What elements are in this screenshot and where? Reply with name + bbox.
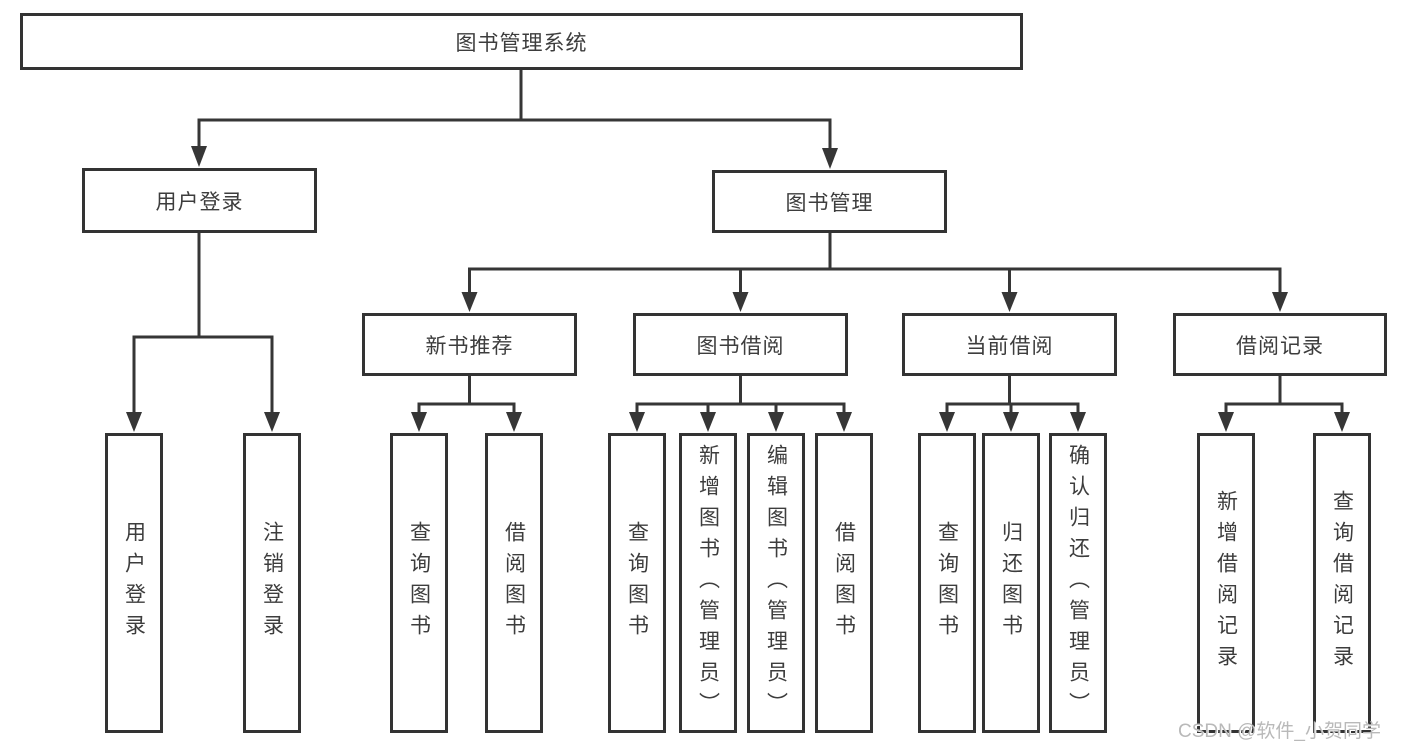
leaf-recommend-borrow-book: 借阅图书: [485, 433, 543, 733]
leaf-user-login-label: 用户登录: [122, 521, 146, 645]
node-borrow-record-label: 借阅记录: [1236, 334, 1324, 358]
leaf-current-query-book-label: 查询图书: [935, 521, 959, 645]
node-book-borrow: 图书借阅: [633, 313, 848, 376]
node-new-book-recommend: 新书推荐: [362, 313, 577, 376]
leaf-add-borrow-record-label: 新增借阅记录: [1214, 490, 1238, 676]
node-book-management-label: 图书管理: [785, 191, 874, 215]
leaf-add-book-admin-label: 新增图书（管理员）: [696, 443, 720, 723]
leaf-edit-book-admin-label: 编辑图书（管理员）: [764, 443, 788, 723]
leaf-confirm-return-admin: 确认归还（管理员）: [1049, 433, 1107, 733]
node-borrow-record: 借阅记录: [1173, 313, 1387, 376]
leaf-borrow-book-label: 借阅图书: [832, 521, 856, 645]
leaf-logout: 注销登录: [243, 433, 301, 733]
arrowheads: [126, 146, 1350, 432]
leaf-current-query-book: 查询图书: [918, 433, 976, 733]
node-user-login-label: 用户登录: [155, 190, 244, 214]
node-user-login: 用户登录: [82, 168, 317, 233]
leaf-confirm-return-admin-label: 确认归还（管理员）: [1066, 443, 1090, 723]
node-root-label: 图书管理系统: [455, 31, 588, 55]
leaf-recommend-query-book: 查询图书: [390, 433, 448, 733]
leaf-borrow-query-book-label: 查询图书: [625, 521, 649, 645]
leaf-borrow-book: 借阅图书: [815, 433, 873, 733]
leaf-add-borrow-record: 新增借阅记录: [1197, 433, 1255, 733]
leaf-edit-book-admin: 编辑图书（管理员）: [747, 433, 805, 733]
csdn-watermark: CSDN @软件_小贺同学: [1178, 721, 1381, 742]
leaf-user-login: 用户登录: [105, 433, 163, 733]
leaf-borrow-query-book: 查询图书: [608, 433, 666, 733]
leaf-recommend-query-book-label: 查询图书: [407, 521, 431, 645]
node-new-book-recommend-label: 新书推荐: [425, 334, 514, 358]
leaf-add-book-admin: 新增图书（管理员）: [679, 433, 737, 733]
leaf-query-borrow-record-label: 查询借阅记录: [1330, 490, 1354, 676]
leaf-return-book-label: 归还图书: [999, 521, 1023, 645]
node-current-borrow-label: 当前借阅: [965, 334, 1054, 358]
leaf-query-borrow-record: 查询借阅记录: [1313, 433, 1371, 733]
node-book-management: 图书管理: [712, 170, 947, 233]
leaf-recommend-borrow-book-label: 借阅图书: [502, 521, 526, 645]
leaf-return-book: 归还图书: [982, 433, 1040, 733]
node-current-borrow: 当前借阅: [902, 313, 1117, 376]
node-book-borrow-label: 图书借阅: [696, 334, 785, 358]
leaf-logout-label: 注销登录: [260, 521, 284, 645]
node-root: 图书管理系统: [20, 13, 1023, 70]
